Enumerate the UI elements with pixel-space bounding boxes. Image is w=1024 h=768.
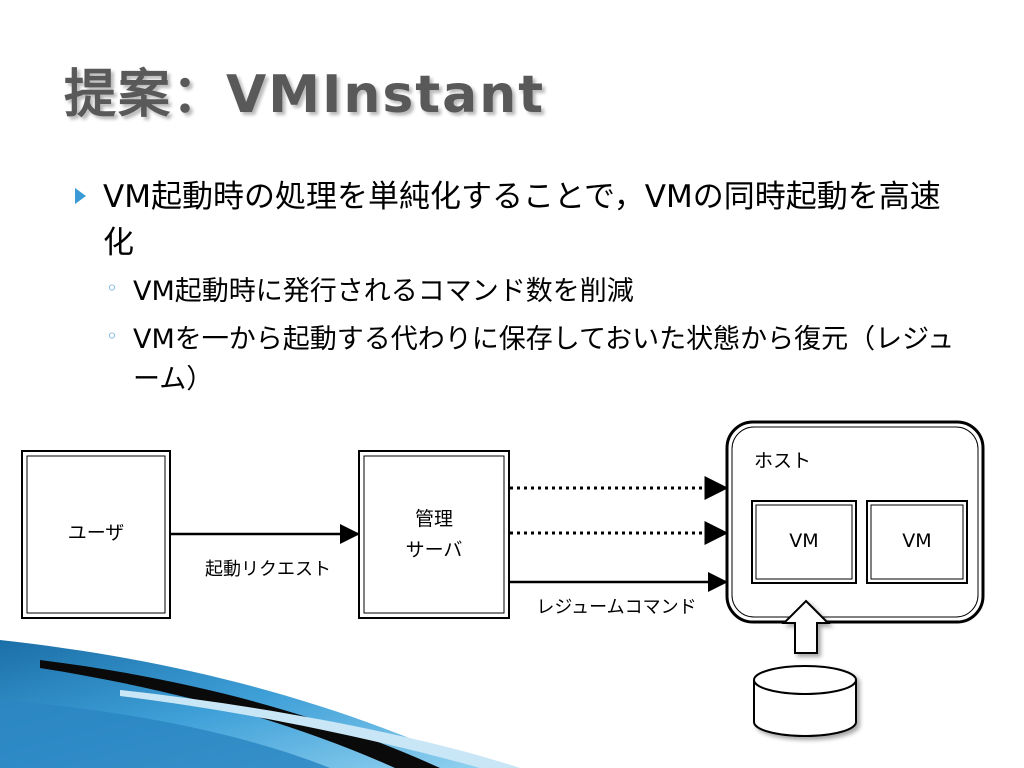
- user-label: ユーザ: [67, 522, 125, 544]
- storage-cylinder-icon: [753, 665, 857, 737]
- slide-title: 提案：VMInstant: [64, 65, 546, 125]
- host-label: ホスト: [754, 450, 812, 472]
- vm2-label: VM: [902, 530, 932, 552]
- vm-box-1: [751, 500, 857, 584]
- server-label-line2: サーバ: [405, 539, 463, 561]
- bullet-arrow-icon: [75, 188, 86, 204]
- sub-bullet-circle-icon: ◦: [106, 276, 118, 300]
- decorative-wave: [0, 640, 520, 768]
- sub-bullet-resume: VMを一から起動する代わりに保存しておいた状態から復元（レジューム）: [133, 324, 955, 395]
- vm-box-2: [866, 500, 968, 584]
- bullet-main: VM起動時の処理を単純化することで，VMの同時起動を高速化: [103, 179, 941, 261]
- vm1-label: VM: [789, 530, 819, 552]
- up-arrow-icon: [781, 599, 831, 654]
- sub-bullet-commands: VM起動時に発行されるコマンド数を削減: [133, 276, 634, 307]
- server-label-line1: 管理: [414, 508, 453, 530]
- sub-bullet-circle-icon: ◦: [106, 324, 118, 348]
- user-box: [21, 450, 171, 619]
- start-request-label: 起動リクエスト: [205, 559, 331, 580]
- resume-command-label: レジュームコマンド: [536, 597, 697, 618]
- server-box: [358, 450, 510, 619]
